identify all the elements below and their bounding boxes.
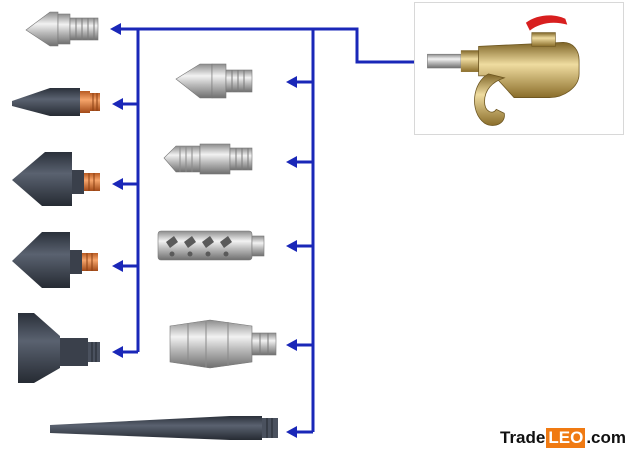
long-extension-nozzle-icon: [50, 416, 278, 440]
watermark-leo: LEO: [546, 428, 586, 448]
connector-lines: [136, 27, 414, 432]
blow-gun-panel: [414, 2, 624, 135]
left-arrows: [110, 23, 138, 358]
short-metal-nozzle-icon: [175, 63, 253, 99]
arrow-right-4: [286, 339, 313, 351]
knurled-metal-nozzle-icon: [163, 143, 253, 175]
rubber-tip-nozzle-icon: [12, 88, 100, 116]
large-rubber-cone-nozzle-icon: [12, 152, 100, 206]
air-blow-gun-icon: [427, 15, 580, 126]
flat-fan-nozzle-icon: [18, 313, 100, 383]
arrow-right-2: [286, 156, 313, 168]
arrow-left-3: [112, 178, 138, 190]
multi-hole-safety-nozzle-icon: [157, 230, 265, 261]
arrow-right-5: [286, 426, 313, 438]
arrow-right-3: [286, 240, 313, 252]
silencer-nozzle-icon: [169, 319, 277, 369]
connector-gun-to-bus: [138, 27, 414, 64]
rubber-cone-nozzle-icon: [12, 232, 98, 288]
arrow-right-1: [286, 76, 313, 88]
arrow-left-4: [112, 260, 138, 272]
conical-metal-nozzle-icon: [25, 11, 99, 47]
arrow-left-5: [112, 346, 138, 358]
arrow-left-1: [110, 23, 138, 35]
watermark-trade: Trade: [500, 428, 546, 447]
right-arrows: [286, 76, 313, 438]
watermark-com: .com: [586, 428, 626, 447]
arrow-left-2: [112, 98, 138, 110]
